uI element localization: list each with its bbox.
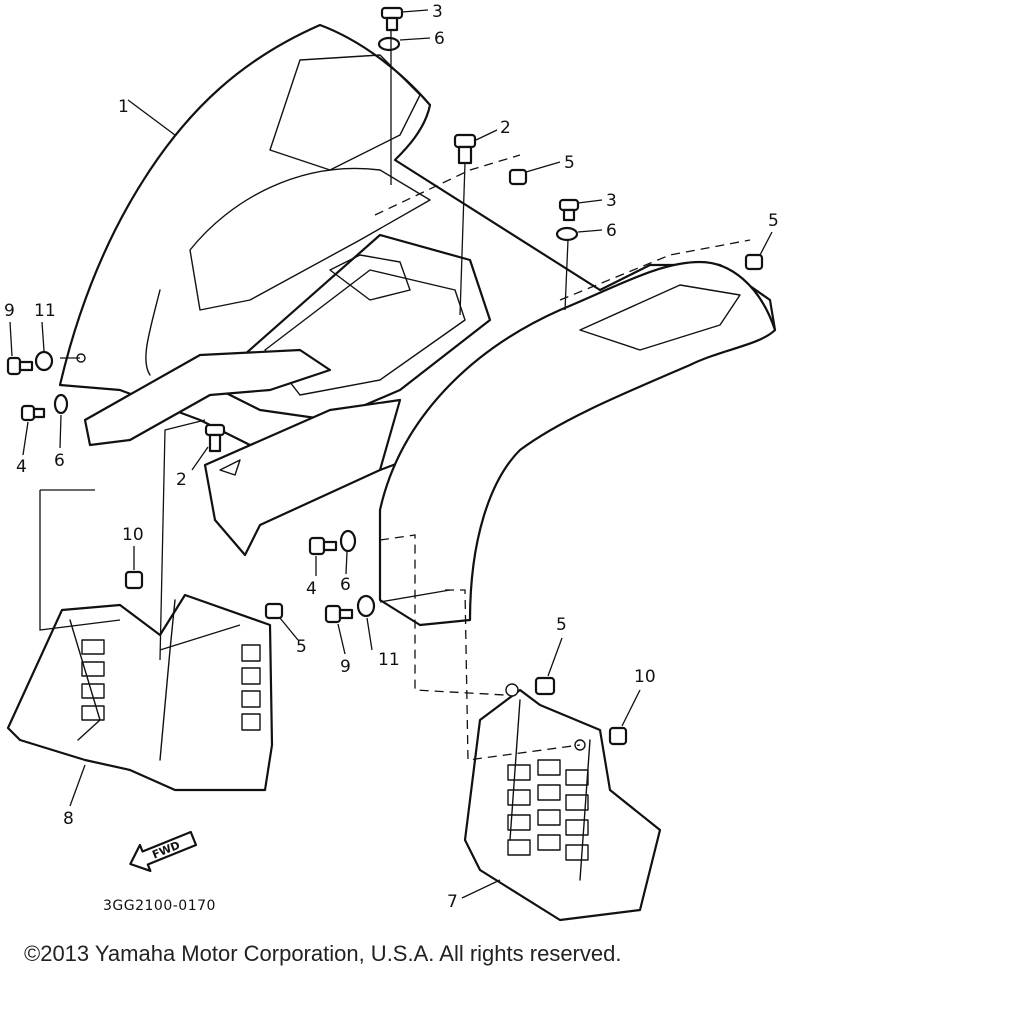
nut-part-5-b bbox=[744, 253, 764, 271]
callout-3-top: 3 bbox=[432, 2, 443, 22]
nut-part-5-a bbox=[508, 168, 528, 186]
callout-labels: 1 2 2 3 3 4 4 5 5 5 5 6 6 bbox=[4, 2, 779, 912]
callout-5-a: 5 bbox=[564, 153, 575, 173]
drawing-code: 3GG2100-0170 bbox=[103, 898, 216, 914]
bolt-part-3-top bbox=[380, 6, 404, 32]
washer-part-6-top bbox=[377, 36, 401, 52]
callout-2-left: 2 bbox=[176, 470, 187, 490]
bolt-part-4-center bbox=[308, 536, 338, 556]
callout-2-right: 2 bbox=[500, 118, 511, 138]
callout-4-center: 4 bbox=[306, 579, 317, 599]
callout-1: 1 bbox=[118, 97, 129, 117]
callout-9-left: 9 bbox=[4, 301, 15, 321]
callout-11-left: 11 bbox=[34, 301, 56, 321]
left-guard-louvers bbox=[81, 639, 261, 731]
hardware bbox=[6, 6, 764, 751]
bolt-part-2-left bbox=[204, 423, 226, 453]
leader-lines bbox=[39, 30, 751, 761]
rear-fender-part-1 bbox=[58, 23, 777, 627]
nut-part-10-right bbox=[608, 726, 628, 746]
callout-7: 7 bbox=[447, 892, 458, 912]
nut-part-10-left bbox=[124, 570, 144, 590]
callout-5-left-guard: 5 bbox=[296, 637, 307, 657]
callout-11-center: 11 bbox=[378, 650, 400, 670]
callout-3-right: 3 bbox=[606, 191, 617, 211]
callout-4-left: 4 bbox=[16, 457, 27, 477]
callout-9-center: 9 bbox=[340, 657, 351, 677]
bolt-part-4-left bbox=[20, 404, 46, 422]
callout-6-right: 6 bbox=[606, 221, 617, 241]
callout-10-left: 10 bbox=[122, 525, 144, 545]
grommet-part-11-center bbox=[356, 594, 376, 618]
callout-6-center: 6 bbox=[340, 575, 351, 595]
washer-part-6-right bbox=[555, 226, 579, 242]
copyright-notice: ©2013 Yamaha Motor Corporation, U.S.A. A… bbox=[24, 941, 622, 966]
grommet-part-11-left bbox=[34, 350, 54, 372]
bolt-part-3-right bbox=[558, 198, 580, 222]
callout-5-b: 5 bbox=[768, 211, 779, 231]
callout-6-left: 6 bbox=[54, 451, 65, 471]
washer-part-6-center bbox=[339, 529, 357, 553]
bolt-part-9-center bbox=[324, 604, 354, 624]
callout-8: 8 bbox=[63, 809, 74, 829]
nut-part-5-right-guard bbox=[534, 676, 556, 696]
callout-5-right-guard: 5 bbox=[556, 615, 567, 635]
washer-part-6-left bbox=[53, 393, 69, 415]
mud-guard-part-8 bbox=[6, 593, 274, 792]
forward-direction-arrow: FWD bbox=[129, 830, 198, 873]
bolt-part-2-right bbox=[453, 133, 477, 165]
callout-6-top: 6 bbox=[434, 29, 445, 49]
nut-part-5-left-guard bbox=[264, 602, 284, 620]
right-guard-louvers bbox=[507, 759, 589, 861]
callout-10-right: 10 bbox=[634, 667, 656, 687]
bolt-part-9-left bbox=[6, 356, 34, 376]
mud-guard-part-7 bbox=[463, 688, 662, 922]
